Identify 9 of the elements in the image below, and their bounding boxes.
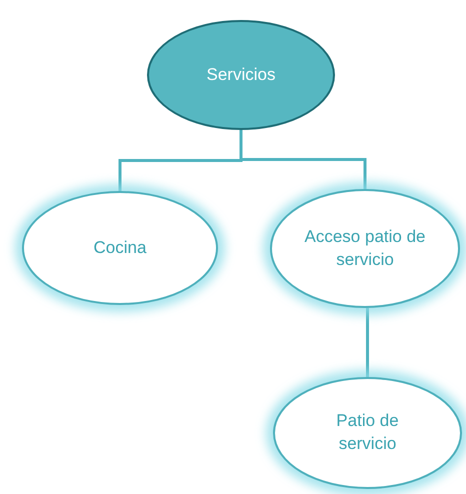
- ellipse-node: [22, 191, 218, 305]
- node-label: Patio de servicio: [335, 410, 400, 455]
- node-label: Servicios: [206, 64, 276, 86]
- node-label: Cocina: [94, 236, 146, 259]
- ellipse-node: [273, 377, 462, 489]
- connector-line: [366, 308, 369, 377]
- node-label: Acceso patio de servicio: [304, 226, 426, 270]
- ellipse-node: [270, 189, 460, 308]
- connector-line: [240, 130, 366, 189]
